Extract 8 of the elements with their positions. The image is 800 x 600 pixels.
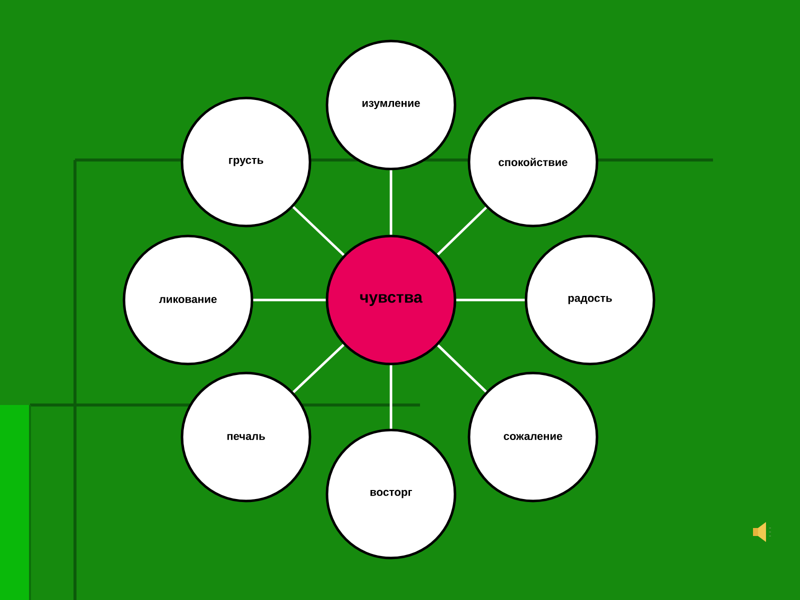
connector-line bbox=[436, 206, 488, 256]
connector-line bbox=[390, 170, 392, 235]
connector-line bbox=[390, 365, 392, 429]
connector-line bbox=[292, 344, 344, 394]
connector-line bbox=[456, 298, 525, 302]
connector-line bbox=[437, 344, 487, 393]
connector-line bbox=[292, 206, 345, 256]
connector-line bbox=[253, 298, 326, 302]
